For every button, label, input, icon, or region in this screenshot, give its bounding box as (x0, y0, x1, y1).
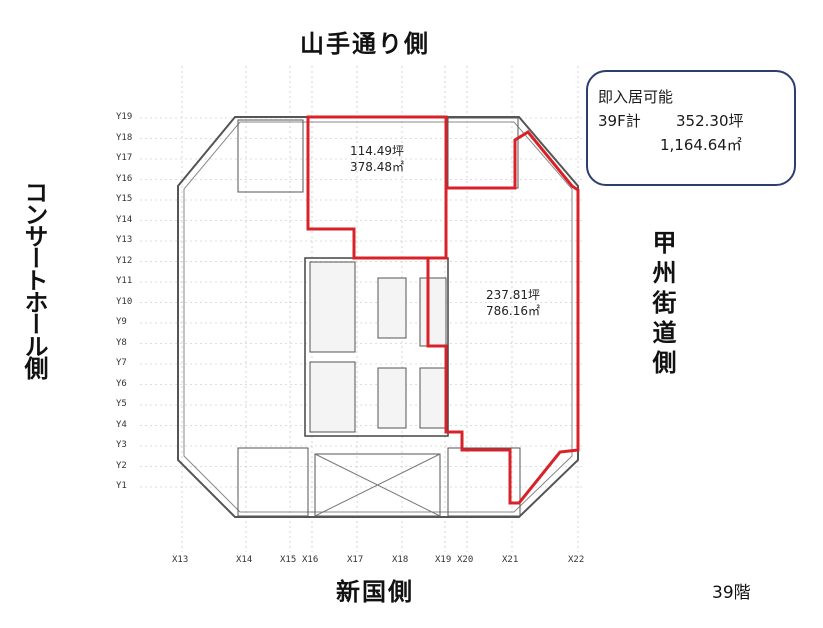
grid-lines (140, 66, 585, 552)
grid-row-label: Y15 (116, 194, 133, 204)
grid-row-label: Y6 (116, 378, 127, 389)
elevator-bank-6 (419, 367, 447, 429)
grid-row-label: Y7 (116, 358, 127, 368)
grid-row-label: Y10 (116, 296, 133, 307)
east-room-sqm: 786.16㎡ (486, 304, 540, 318)
availability-info-box (586, 70, 796, 186)
office-room-east (426, 130, 580, 505)
grid-row-label: Y13 (116, 235, 133, 245)
grid-row-label: Y16 (116, 173, 133, 184)
grid-col-label: X15 (280, 555, 297, 565)
grid-col-label: X17 (347, 555, 364, 565)
service-block-se (447, 447, 521, 517)
grid-col-label: X22 (568, 555, 585, 565)
north-room-sqm: 378.48㎡ (350, 160, 404, 174)
grid-col-label: X20 (457, 555, 474, 565)
east-side-label: 甲州街道側 (648, 230, 676, 380)
grid-row-label: Y11 (116, 276, 133, 286)
floor-total-sqm: 1,164.64㎡ (660, 136, 742, 154)
grid-row-label: Y8 (116, 337, 127, 348)
east-room-tsubo: 237.81坪 (486, 288, 540, 302)
grid-col-label: X13 (172, 555, 189, 565)
office-room-north (306, 115, 448, 260)
grid-row-label: Y5 (116, 399, 127, 409)
grid-row-label: Y17 (116, 153, 133, 163)
grid-row-label: Y14 (116, 214, 133, 225)
service-block-ne (447, 117, 519, 189)
elevator-bank-5 (377, 367, 407, 429)
floor-number-label: 39階 (712, 583, 751, 603)
grid-col-label: X19 (435, 555, 452, 565)
grid-row-label: Y4 (116, 419, 127, 430)
grid-row-label: Y12 (116, 255, 133, 266)
service-block-nw (237, 119, 304, 193)
grid-col-label: X18 (392, 555, 409, 565)
floor-total-label: 39F計 (598, 112, 641, 130)
grid-col-label: X21 (502, 555, 519, 565)
atrium (314, 453, 441, 517)
elevator-bank-4 (309, 361, 356, 433)
south-side-label: 新国側 (336, 578, 414, 606)
grid-col-label: X14 (236, 555, 253, 565)
building-outline (177, 116, 579, 518)
grid-row-label: Y18 (116, 132, 133, 143)
elevator-bank-3 (419, 277, 447, 347)
service-block-sw (237, 447, 309, 517)
grid-row-label: Y3 (116, 440, 127, 450)
elevator-bank-1 (309, 261, 356, 353)
building-shell-inner (183, 121, 573, 513)
grid-row-label: Y9 (116, 317, 127, 327)
grid-col-label: X16 (302, 555, 319, 565)
north-room-tsubo: 114.49坪 (350, 144, 404, 158)
grid-row-label: Y19 (116, 112, 133, 122)
availability-title: 即入居可能 (598, 88, 674, 106)
north-side-label: 山手通り側 (300, 30, 430, 58)
floor-total-tsubo: 352.30坪 (676, 112, 744, 130)
west-side-label: コンサートホール側 (20, 180, 48, 378)
elevator-bank-2 (377, 277, 407, 339)
grid-row-label: Y2 (116, 460, 127, 471)
grid-row-label: Y1 (116, 481, 127, 491)
building-shell (177, 116, 579, 518)
